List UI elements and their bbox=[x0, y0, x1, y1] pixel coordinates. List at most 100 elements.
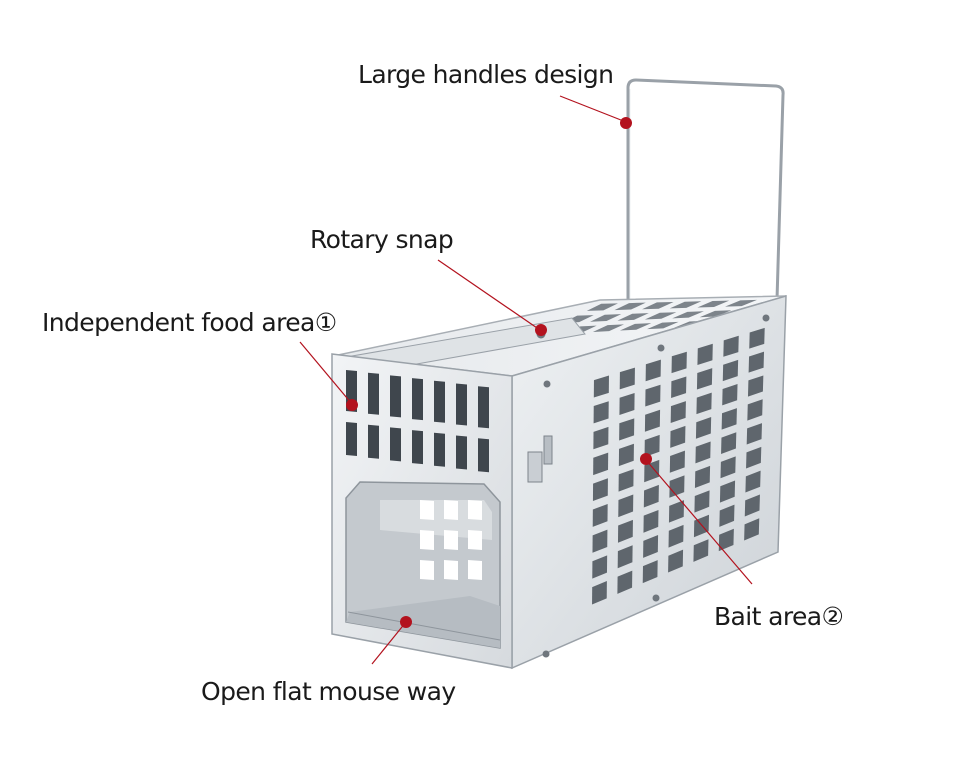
side-grid-hole bbox=[617, 545, 633, 569]
side-grid-hole bbox=[746, 446, 762, 469]
side-grid-hole bbox=[593, 426, 609, 450]
top-grid-hole bbox=[644, 312, 677, 320]
inner-slot bbox=[444, 530, 458, 550]
callout-independent-food-area: Independent food area① bbox=[42, 308, 337, 337]
side-grid-hole bbox=[643, 535, 659, 558]
front-slot-upper bbox=[434, 380, 445, 423]
cage-front-panel bbox=[331, 353, 513, 669]
side-grid-hole bbox=[670, 401, 686, 423]
side-grid-hole bbox=[669, 450, 685, 473]
side-grid-hole bbox=[694, 490, 710, 513]
top-grid-hole bbox=[614, 302, 646, 311]
side-grid-hole bbox=[696, 392, 712, 415]
cage-top-panel bbox=[337, 295, 787, 377]
side-grid-hole bbox=[747, 375, 764, 397]
side-grid-hole bbox=[745, 470, 761, 493]
top-grid-hole bbox=[642, 301, 674, 310]
side-grid-hole bbox=[744, 518, 760, 541]
side-grid-hole bbox=[747, 399, 763, 421]
front-slot-lower bbox=[368, 424, 379, 459]
inner-slot bbox=[420, 530, 434, 550]
inner-slot bbox=[468, 530, 482, 550]
side-grid-hole bbox=[619, 367, 635, 390]
side-grid-hole bbox=[723, 335, 739, 357]
front-slot-lower bbox=[346, 422, 357, 456]
leader-lines bbox=[299, 95, 753, 665]
inner-slot bbox=[468, 500, 482, 520]
inner-slot bbox=[420, 500, 434, 520]
callout-large-handles-design: Large handles design bbox=[358, 60, 614, 89]
side-grid-hole bbox=[618, 494, 634, 518]
side-grid-hole bbox=[593, 401, 609, 424]
side-grid-hole bbox=[746, 423, 762, 445]
side-grid-hole bbox=[617, 519, 633, 543]
top-grid-hole bbox=[586, 303, 618, 311]
side-grid-hole bbox=[671, 351, 687, 374]
front-slot-lower bbox=[390, 427, 401, 462]
side-grid-hole bbox=[693, 539, 709, 562]
front-slot-lower bbox=[478, 438, 489, 473]
side-grid-hole bbox=[592, 581, 607, 605]
side-grid-hole bbox=[645, 359, 661, 382]
top-grid-hole bbox=[619, 323, 652, 331]
front-slot-lower bbox=[434, 432, 445, 467]
marker-snap bbox=[535, 324, 547, 336]
side-grid-hole bbox=[722, 384, 738, 406]
side-grid-hole bbox=[643, 484, 659, 508]
top-grid-hole bbox=[617, 313, 649, 321]
side-grid-hole bbox=[593, 375, 609, 398]
side-grid-hole bbox=[695, 417, 712, 439]
top-grid-hole bbox=[590, 314, 622, 322]
side-grid-hole bbox=[719, 480, 736, 503]
marker-food bbox=[346, 399, 358, 411]
marker-bait bbox=[640, 453, 652, 465]
side-grid-hole bbox=[721, 408, 737, 430]
side-grid-hole bbox=[697, 343, 713, 365]
front-slot-lower bbox=[412, 430, 423, 465]
callout-markers bbox=[346, 117, 652, 628]
front-slot-upper bbox=[478, 386, 489, 429]
side-grid-hole bbox=[720, 456, 736, 479]
marker-handles bbox=[620, 117, 632, 129]
side-grid-hole bbox=[592, 555, 608, 579]
side-latch bbox=[527, 435, 553, 483]
side-grid-hole bbox=[592, 478, 608, 502]
inner-slot bbox=[468, 560, 482, 580]
top-grid-hole bbox=[647, 321, 679, 330]
top-grid-hole bbox=[592, 324, 624, 332]
side-grid-hole bbox=[593, 452, 609, 476]
side-grid-hole bbox=[719, 504, 735, 527]
side-grid-hole bbox=[617, 570, 633, 594]
side-grid-hole bbox=[645, 384, 661, 407]
front-slot-lower bbox=[456, 435, 467, 470]
side-grid-hole bbox=[749, 327, 765, 349]
top-grid-hole bbox=[669, 301, 702, 309]
side-grid-hole bbox=[618, 443, 634, 467]
side-grid-hole bbox=[744, 494, 760, 517]
side-grid-hole bbox=[722, 359, 739, 382]
front-slot-upper bbox=[412, 378, 423, 421]
front-slot-upper bbox=[456, 383, 467, 426]
side-grid-hole bbox=[619, 392, 635, 415]
marker-mouse-way bbox=[400, 616, 412, 628]
side-grid-hole bbox=[618, 469, 634, 492]
side-grid-hole bbox=[670, 425, 686, 448]
side-grid-hole bbox=[644, 434, 660, 457]
top-grid-hole bbox=[697, 300, 730, 308]
side-grid-hole bbox=[644, 459, 660, 483]
side-grid-hole bbox=[643, 509, 659, 533]
wire-handle bbox=[626, 78, 785, 301]
front-slot-upper bbox=[368, 372, 379, 415]
callout-bait-area: Bait area② bbox=[714, 602, 844, 631]
inner-slot bbox=[444, 560, 458, 580]
side-grid-hole bbox=[671, 376, 687, 399]
side-grid-hole bbox=[694, 465, 711, 488]
side-grid-hole bbox=[696, 368, 713, 390]
callout-open-flat-mouse-way: Open flat mouse way bbox=[201, 677, 456, 706]
front-slot-upper bbox=[390, 375, 401, 418]
side-grid-hole bbox=[668, 549, 684, 573]
side-grid-hole bbox=[695, 441, 711, 464]
top-grid-hole bbox=[699, 310, 732, 318]
